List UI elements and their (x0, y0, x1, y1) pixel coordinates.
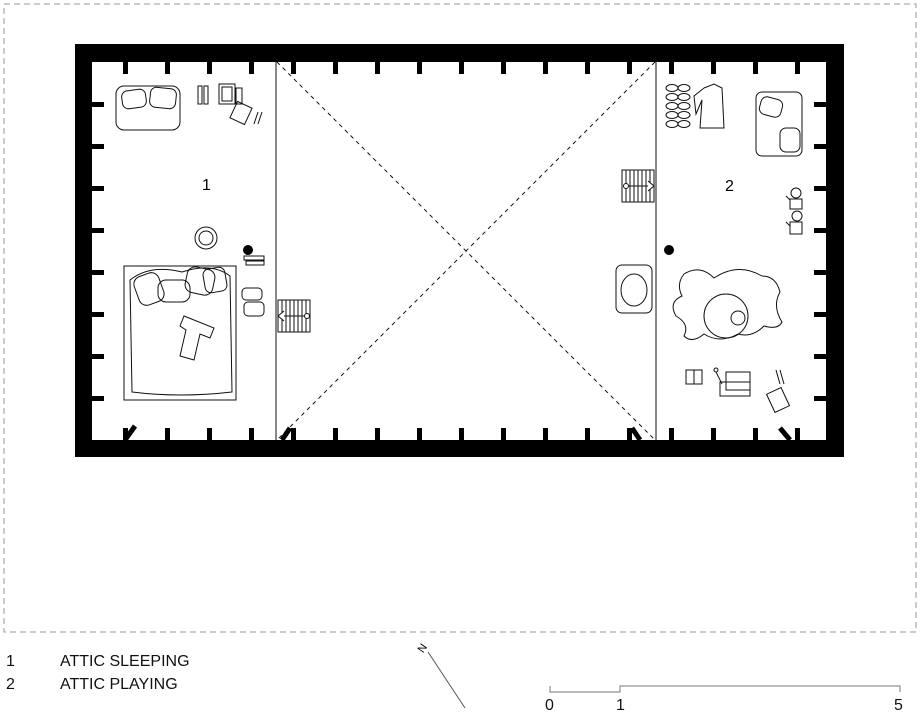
corner-braces (122, 424, 792, 442)
legend-number: 2 (6, 676, 15, 693)
room-1-number: 1 (202, 177, 211, 194)
scale-label-5: 5 (894, 697, 903, 714)
washbasin (615, 264, 653, 314)
round-stool (194, 226, 218, 250)
legend-label: ATTIC SLEEPING (60, 653, 190, 670)
legend-label: ATTIC PLAYING (60, 676, 178, 693)
north-arrow (427, 651, 466, 709)
room-2-number: 2 (725, 178, 734, 195)
rafter-ticks (92, 62, 826, 440)
north-label: N (416, 642, 430, 655)
sofa-right (755, 91, 803, 157)
stair-left (277, 299, 311, 333)
scale-bar (549, 685, 901, 693)
legend-item: 2 ATTIC PLAYING (6, 673, 190, 696)
column-1 (243, 245, 253, 255)
scale-label-1: 1 (616, 697, 625, 714)
room-1-furniture (115, 83, 265, 401)
rug (672, 269, 783, 340)
sofa (115, 85, 181, 131)
column-2 (664, 245, 674, 255)
scale-label-0: 0 (545, 697, 554, 714)
room-2-furniture (615, 83, 803, 414)
legend-number: 1 (6, 653, 15, 670)
bed (123, 265, 237, 401)
round-table (703, 293, 749, 339)
site-boundary (3, 3, 917, 633)
legend: 1 ATTIC SLEEPING 2 ATTIC PLAYING (6, 650, 190, 696)
legend-item: 1 ATTIC SLEEPING (6, 650, 190, 673)
void-diagonals (276, 61, 656, 441)
shirt (693, 83, 725, 129)
